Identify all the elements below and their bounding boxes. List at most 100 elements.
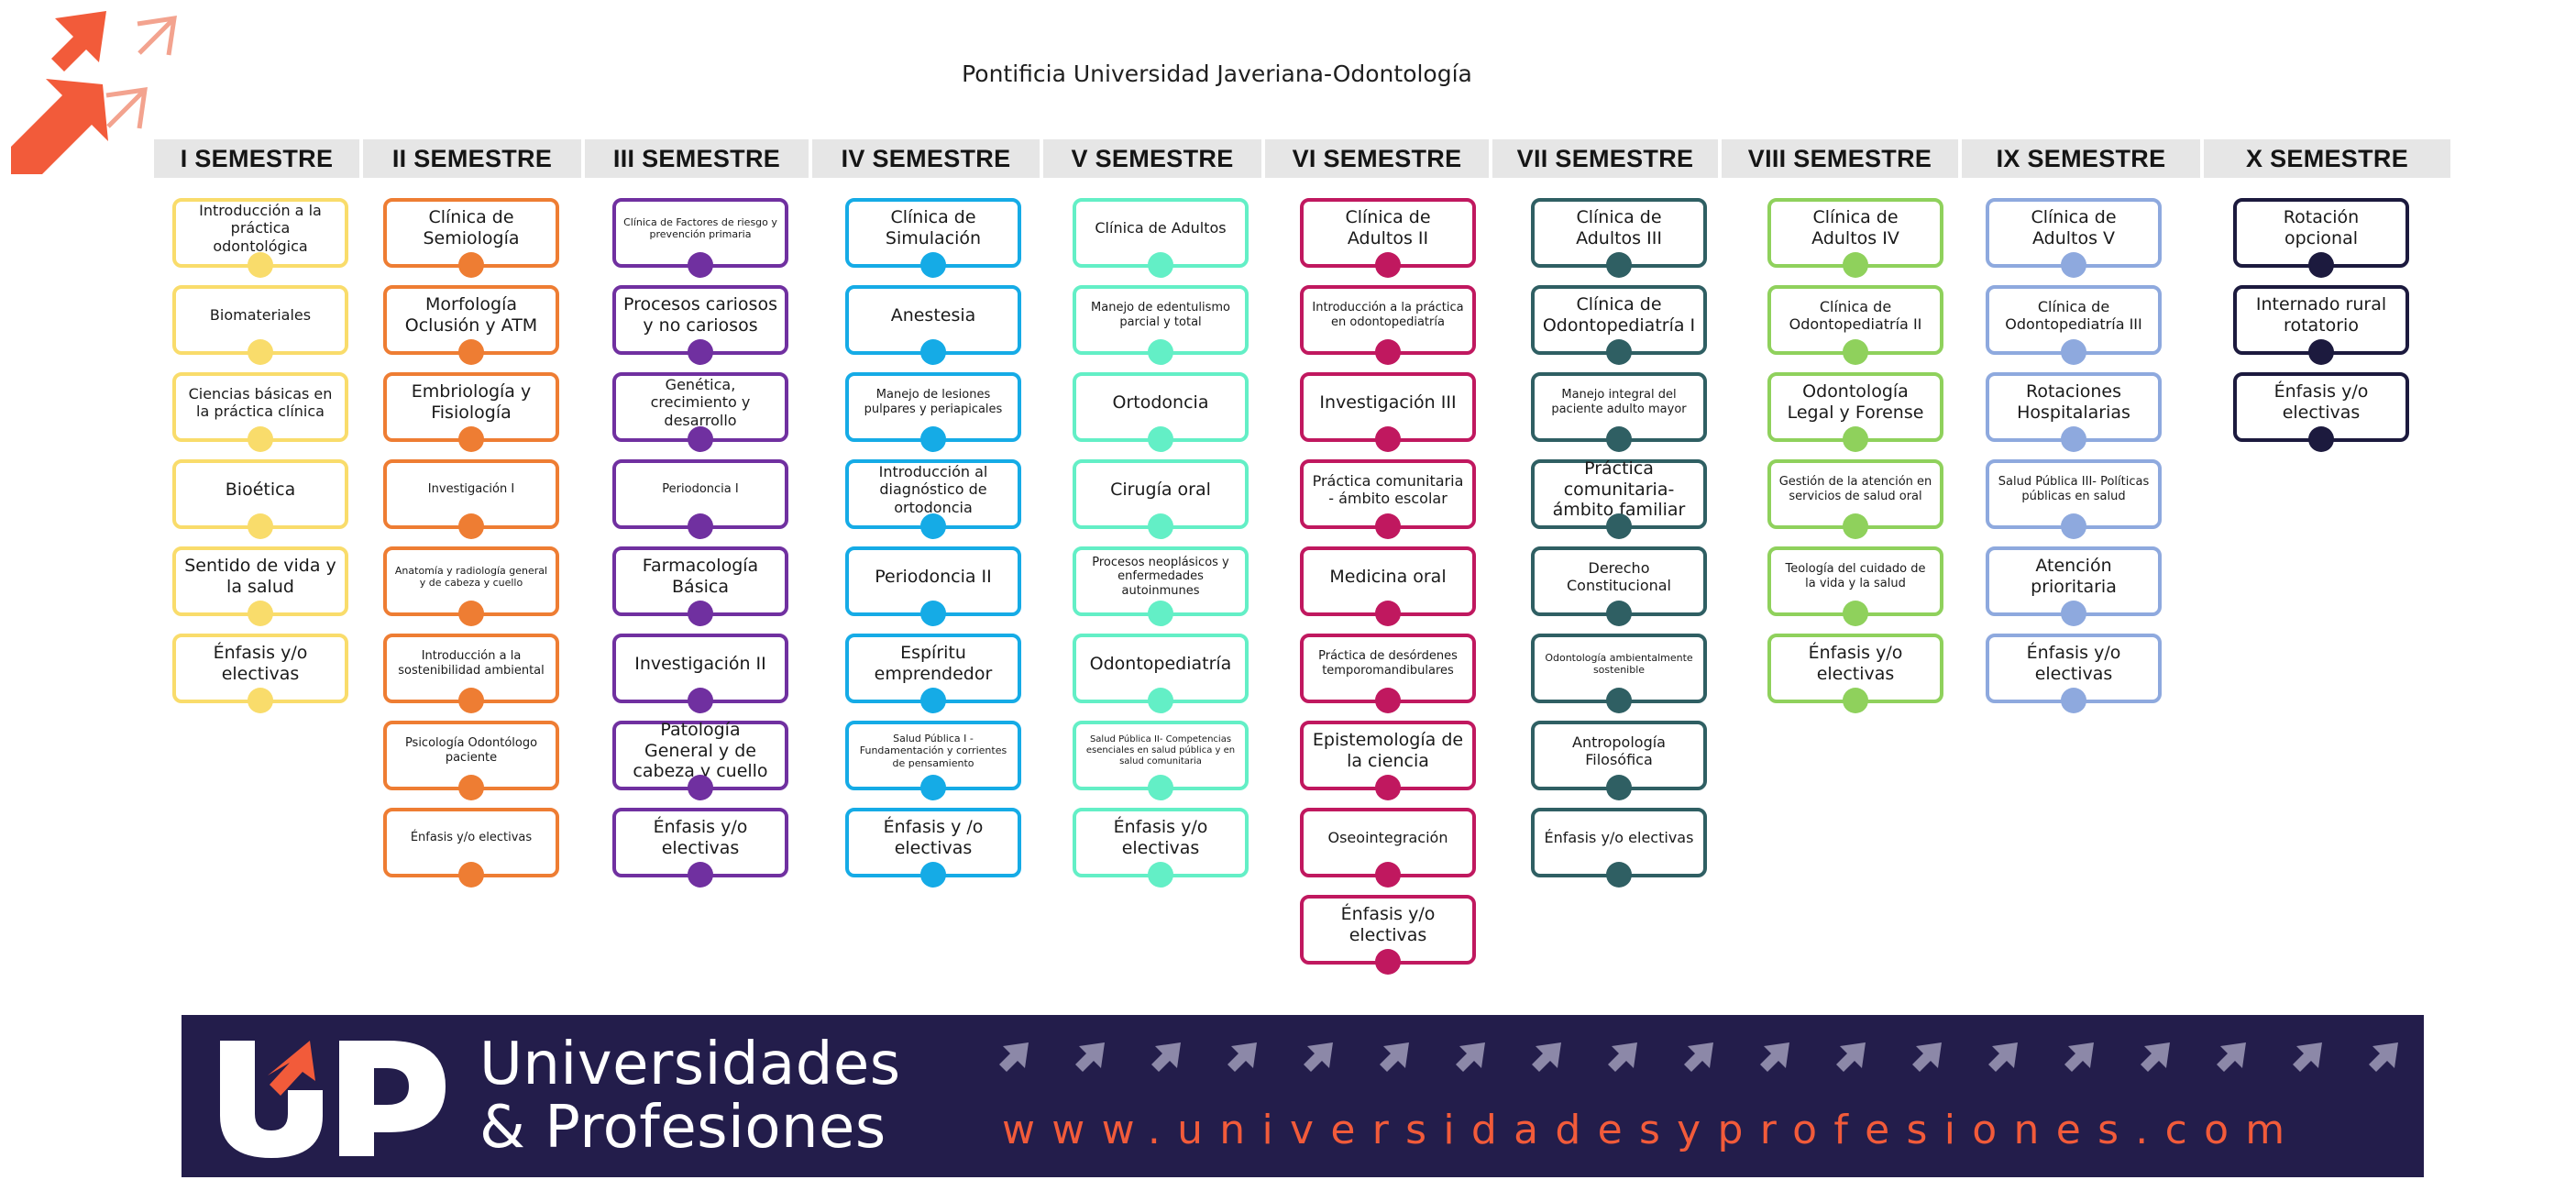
course-name: Farmacología Básica	[642, 556, 759, 597]
course-connector-dot-icon	[920, 426, 946, 452]
course-name: Ciencias básicas en la práctica clínica	[188, 384, 333, 420]
course-connector-dot-icon	[2061, 339, 2086, 365]
course-card: Investigación II	[612, 634, 788, 713]
course-name: Énfasis y/o electivas	[410, 831, 533, 845]
course-name: Espíritu emprendedor	[874, 643, 993, 684]
course-name: Investigación III	[1319, 391, 1457, 413]
course-connector-dot-icon	[2061, 601, 2086, 626]
course-connector-dot-icon	[248, 252, 273, 278]
course-name: Salud Pública II- Competencias esenciale…	[1085, 734, 1236, 766]
course-name: Morfología Oclusión y ATM	[404, 294, 538, 336]
course-connector-dot-icon	[688, 339, 713, 365]
course-card: Sentido de vida y la salud	[172, 546, 348, 626]
course-card: Procesos neoplásicos y enfermedades auto…	[1073, 546, 1249, 626]
course-card: Manejo de edentulismo parcial y total	[1073, 285, 1249, 365]
semester-header-4: IV SEMESTRE	[812, 139, 1043, 178]
course-connector-dot-icon	[2061, 688, 2086, 713]
course-card: Énfasis y/o electivas	[1073, 808, 1249, 888]
course-card: Embriología y Fisiología	[383, 372, 559, 452]
course-name: Cirugía oral	[1110, 479, 1211, 500]
course-card: Anatomía y radiología general y de cabez…	[383, 546, 559, 626]
course-name: Práctica de desórdenes temporomandibular…	[1318, 649, 1458, 678]
course-name: Anestesia	[890, 304, 976, 325]
course-card: Énfasis y /o electivas	[845, 808, 1021, 888]
course-card: Teología del cuidado de la vida y la sal…	[1767, 546, 1943, 626]
course-connector-dot-icon	[458, 426, 484, 452]
course-connector-dot-icon	[920, 252, 946, 278]
course-connector-dot-icon	[1843, 252, 1868, 278]
course-name: Rotaciones Hospitalarias	[2017, 381, 2130, 423]
course-card: Atención prioritaria	[1986, 546, 2162, 626]
course-card: Clínica de Adultos IV	[1767, 198, 1943, 278]
course-card: Rotaciones Hospitalarias	[1986, 372, 2162, 452]
course-card: Introducción a la sostenibilidad ambient…	[383, 634, 559, 713]
course-name: Investigación I	[427, 482, 515, 497]
course-connector-dot-icon	[1375, 339, 1401, 365]
course-connector-dot-icon	[458, 862, 484, 888]
course-name: Salud Pública I - Fundamentación y corri…	[859, 733, 1007, 769]
course-name: Embriología y Fisiología	[411, 381, 532, 423]
course-name: Odontología Legal y Forense	[1787, 381, 1924, 423]
course-connector-dot-icon	[1606, 775, 1632, 800]
course-card: Periodoncia I	[612, 459, 788, 539]
course-name: Énfasis y/o electivas	[2026, 643, 2121, 684]
course-name: Clínica de Odontopediatría I	[1542, 294, 1696, 336]
pattern-arrow-icon	[2141, 1042, 2170, 1072]
course-connector-dot-icon	[248, 688, 273, 713]
course-connector-dot-icon	[920, 601, 946, 626]
course-name: Introducción a la sostenibilidad ambient…	[398, 649, 545, 678]
course-card: Introducción a la práctica odontológica	[172, 198, 348, 278]
course-connector-dot-icon	[1375, 688, 1401, 713]
course-name: Introducción a la práctica en odontopedi…	[1312, 301, 1464, 329]
course-name: Teología del cuidado de la vida y la sal…	[1785, 562, 1926, 590]
course-card: Clínica de Odontopediatría III	[1986, 285, 2162, 365]
course-card: Odontología Legal y Forense	[1767, 372, 1943, 452]
course-connector-dot-icon	[1375, 862, 1401, 888]
course-connector-dot-icon	[1148, 688, 1173, 713]
course-name: Odontología ambientalmente sostenible	[1545, 651, 1693, 676]
course-card: Genética, crecimiento y desarrollo	[612, 372, 788, 452]
course-name: Clínica de Semiología	[423, 207, 520, 248]
course-connector-dot-icon	[2308, 426, 2334, 452]
course-connector-dot-icon	[688, 252, 713, 278]
course-connector-dot-icon	[2061, 513, 2086, 539]
course-card: Clínica de Factores de riesgo y prevenci…	[612, 198, 788, 278]
course-connector-dot-icon	[1606, 513, 1632, 539]
course-connector-dot-icon	[458, 775, 484, 800]
course-card: Biomateriales	[172, 285, 348, 365]
semester-header-7: VII SEMESTRE	[1492, 139, 1722, 178]
bottom-banner: Universidades & Profesiones www.universi…	[182, 1015, 2424, 1177]
course-card: Investigación I	[383, 459, 559, 539]
course-name: Manejo de lesiones pulpares y periapical…	[864, 388, 1003, 416]
course-name: Salud Pública III- Políticas públicas en…	[1998, 475, 2150, 503]
pattern-arrow-icon	[1075, 1042, 1105, 1072]
course-name: Énfasis y/o electivas	[1340, 904, 1436, 945]
course-card: Énfasis y/o electivas	[612, 808, 788, 888]
course-connector-dot-icon	[2061, 426, 2086, 452]
course-connector-dot-icon	[1375, 426, 1401, 452]
course-card: Énfasis y/o electivas	[383, 808, 559, 888]
course-connector-dot-icon	[248, 513, 273, 539]
pattern-arrow-icon	[1760, 1042, 1789, 1072]
pattern-arrow-icon	[1532, 1042, 1561, 1072]
course-connector-dot-icon	[248, 339, 273, 365]
semester-header-10: X SEMESTRE	[2245, 144, 2409, 172]
pattern-arrow-icon	[2369, 1042, 2398, 1072]
course-card: Cirugía oral	[1073, 459, 1249, 539]
course-name: Énfasis y/o electivas	[1113, 817, 1208, 858]
course-card: Odontología ambientalmente sostenible	[1531, 634, 1707, 713]
course-card: Énfasis y/o electivas	[1986, 634, 2162, 713]
course-card: Énfasis y/o electivas	[1767, 634, 1943, 713]
course-name: Odontopediatría	[1089, 653, 1232, 674]
course-name: Énfasis y/o electivas	[2273, 381, 2369, 423]
course-card: Medicina oral	[1300, 546, 1476, 626]
course-card: Énfasis y/o electivas	[172, 634, 348, 713]
pattern-arrow-icon	[1684, 1042, 1713, 1072]
course-name: Patología General y de cabeza y cuello	[633, 719, 768, 782]
corner-arrows-logo-icon	[11, 11, 177, 174]
course-name: Clínica de Odontopediatría III	[2005, 297, 2142, 333]
course-card: Práctica comunitaria - ámbito escolar	[1300, 459, 1476, 539]
course-card: Internado rural rotatorio	[2233, 285, 2409, 365]
course-name: Derecho Constitucional	[1567, 558, 1671, 594]
course-connector-dot-icon	[2308, 339, 2334, 365]
